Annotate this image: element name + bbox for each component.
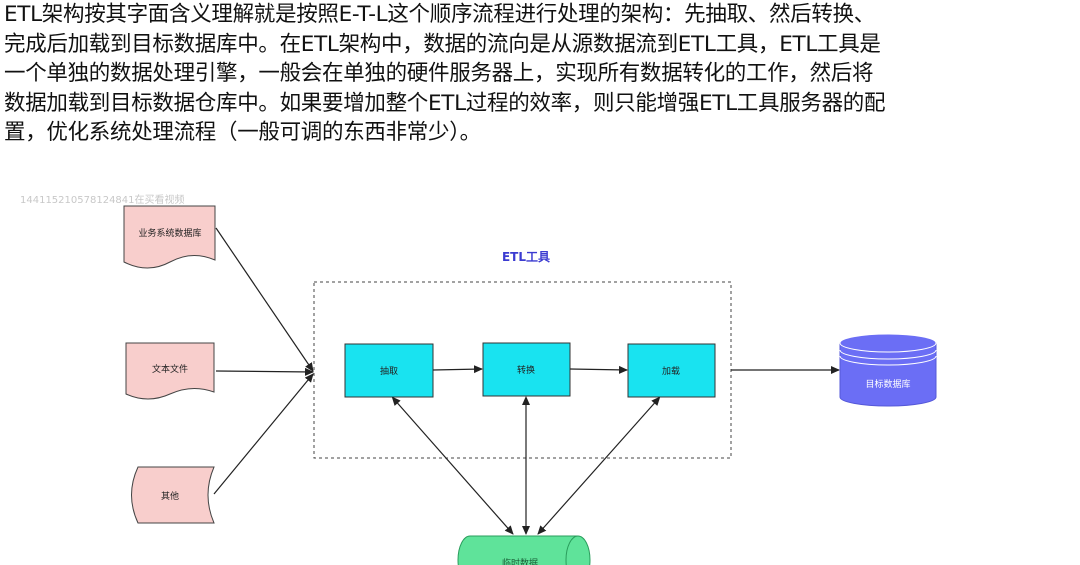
etl-tool-label: ETL工具 bbox=[502, 250, 550, 264]
target-db-ring-1 bbox=[839, 349, 937, 360]
source-other: 其他 bbox=[131, 466, 215, 524]
temp-data-body bbox=[457, 535, 591, 565]
step-transform: 转换 bbox=[482, 342, 571, 397]
extract-box bbox=[344, 343, 434, 398]
source-business-db: 业务系统数据库 bbox=[123, 205, 216, 269]
transform-label: 转换 bbox=[517, 364, 535, 376]
paragraph-line-4: 数据加载到目标数据仓库中。如果要增加整个ETL过程的效率，则只能增强ETL工具服… bbox=[4, 90, 886, 116]
temp-data: 临时数据 bbox=[457, 535, 591, 565]
arrow-extract-temp-data bbox=[391, 396, 514, 535]
other-shape bbox=[131, 466, 215, 524]
step-extract: 抽取 bbox=[344, 343, 434, 398]
arrow-other-to-etl bbox=[213, 373, 314, 495]
source-text-file: 文本文件 bbox=[125, 342, 215, 400]
arrow-text-file-to-etl bbox=[215, 367, 314, 376]
description-paragraph: ETL架构按其字面含义理解就是按照E-T-L这个顺序流程进行处理的架构：先抽取、… bbox=[4, 0, 1080, 148]
target-database: 目标数据库 bbox=[839, 333, 937, 407]
extract-label: 抽取 bbox=[380, 365, 398, 377]
temp-data-cap bbox=[565, 535, 579, 565]
target-db-body bbox=[839, 342, 937, 407]
arrow-business-db-to-etl bbox=[215, 227, 314, 372]
arrow-extract-to-transform bbox=[432, 365, 483, 374]
text-file-shape bbox=[125, 342, 215, 400]
target-db-label: 目标数据库 bbox=[865, 378, 910, 390]
paragraph-line-5: 置，优化系统处理流程（一般可调的东西非常少）。 bbox=[4, 120, 481, 145]
load-label: 加载 bbox=[662, 365, 680, 377]
business-db-label: 业务系统数据库 bbox=[138, 227, 201, 239]
business-db-shape bbox=[123, 205, 216, 269]
paragraph-line-3: 一个单独的数据处理引擎，一般会在单独的硬件服务器上，实现所有数据转化的工作，然后… bbox=[4, 61, 874, 86]
temp-data-label: 临时数据 bbox=[502, 557, 538, 565]
transform-box bbox=[482, 342, 571, 397]
target-db-top bbox=[839, 333, 937, 353]
arrow-transform-to-load bbox=[569, 365, 628, 374]
arrow-load-temp-data bbox=[537, 396, 661, 535]
other-label: 其他 bbox=[161, 490, 179, 502]
load-box bbox=[627, 343, 716, 398]
step-load: 加载 bbox=[627, 343, 716, 398]
paragraph-line-1: ETL架构按其字面含义理解就是按照E-T-L这个顺序流程进行处理的架构：先抽取、… bbox=[4, 2, 875, 27]
paragraph-line-2: 完成后加载到目标数据库中。在ETL架构中，数据的流向是从源数据流到ETL工具，E… bbox=[4, 31, 881, 57]
target-db-ring-2 bbox=[839, 355, 937, 366]
video-watermark: 144115210578124841在买看视频 bbox=[20, 195, 185, 206]
text-file-label: 文本文件 bbox=[152, 363, 188, 375]
